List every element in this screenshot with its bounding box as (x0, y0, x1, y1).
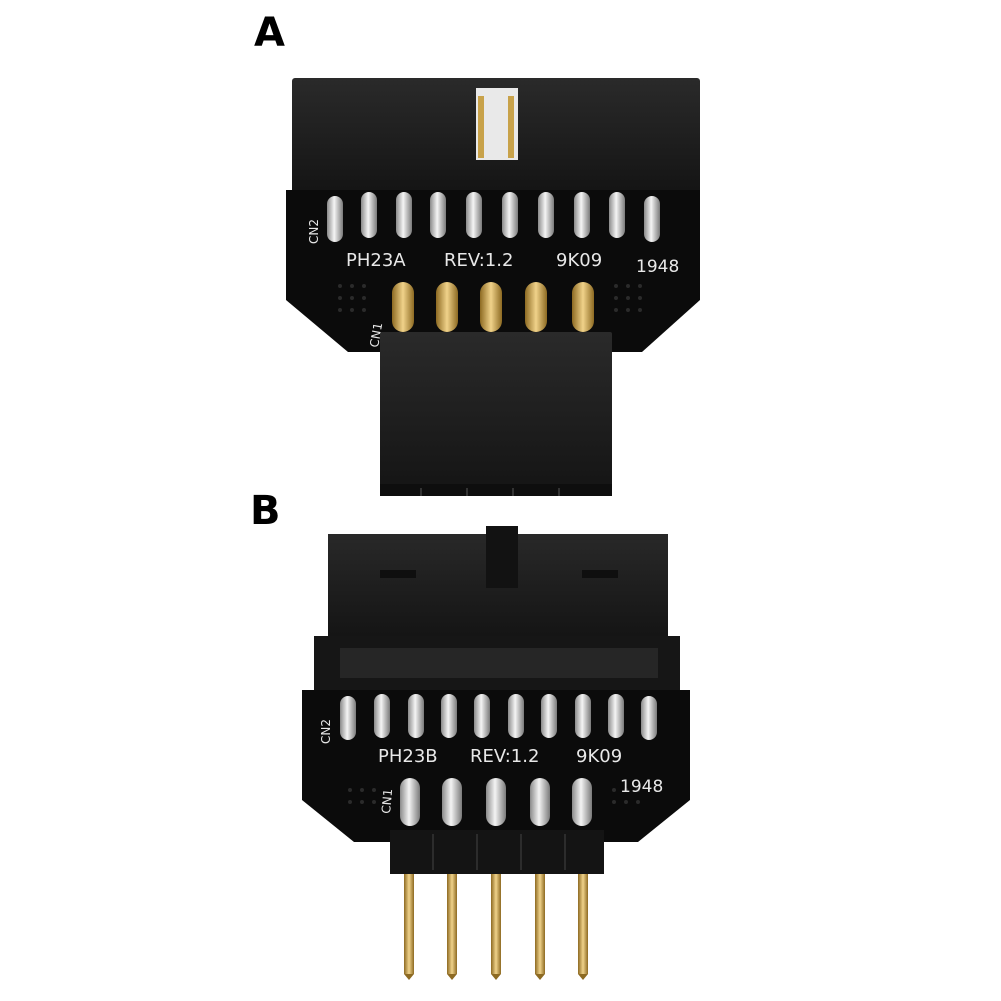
adapter-b-header-base (390, 830, 604, 874)
adapter-b-rev-label: REV:1.2 (470, 746, 539, 767)
adapter-a-bottom-housing-ridges (380, 484, 612, 496)
adapter-b-header-pins (404, 874, 588, 980)
adapter-a-code-label: 9K09 (556, 250, 602, 271)
adapter-a-key-pin-right (508, 96, 514, 158)
adapter-a-model-label: PH23A (346, 250, 406, 271)
adapter-a: CN2 PH23A REV:1.2 9K09 1948 CN1 (286, 78, 700, 496)
adapter-b-model-label: PH23B (378, 746, 438, 767)
adapter-b-bottom-pad-pins (400, 778, 592, 826)
adapter-a-rev-label: REV:1.2 (444, 250, 513, 271)
adapter-a-key-pin-left (478, 96, 484, 158)
panel-a-label: A (254, 10, 285, 56)
adapter-b-latch-right (582, 570, 618, 578)
adapter-a-date-label: 1948 (636, 257, 679, 277)
adapter-b-pcb (302, 690, 690, 842)
adapter-a-top-pins (327, 192, 660, 242)
adapter-a-pcb (286, 190, 700, 352)
adapter-b-cn2-label: CN2 (319, 719, 333, 744)
adapter-b-via-dots (348, 788, 640, 804)
adapter-a-bottom-pins (392, 282, 594, 332)
adapter-b-top-pins (340, 694, 657, 740)
adapter-b-code-label: 9K09 (576, 746, 622, 767)
adapter-b: CN2 PH23B REV:1.2 9K09 1948 CN1 (302, 526, 690, 980)
adapter-a-via-dots (338, 284, 642, 312)
adapter-a-cn2-label: CN2 (307, 219, 321, 244)
adapter-b-cn1-label: CN1 (379, 788, 395, 814)
adapter-a-bottom-housing (380, 332, 612, 496)
panel-b-label: B (250, 488, 281, 534)
adapter-b-date-label: 1948 (620, 777, 663, 797)
adapter-b-latch-left (380, 570, 416, 578)
adapter-b-key-tab (486, 526, 518, 588)
adapter-b-header-dividers (432, 834, 566, 870)
adapter-b-flange-groove (340, 648, 658, 678)
